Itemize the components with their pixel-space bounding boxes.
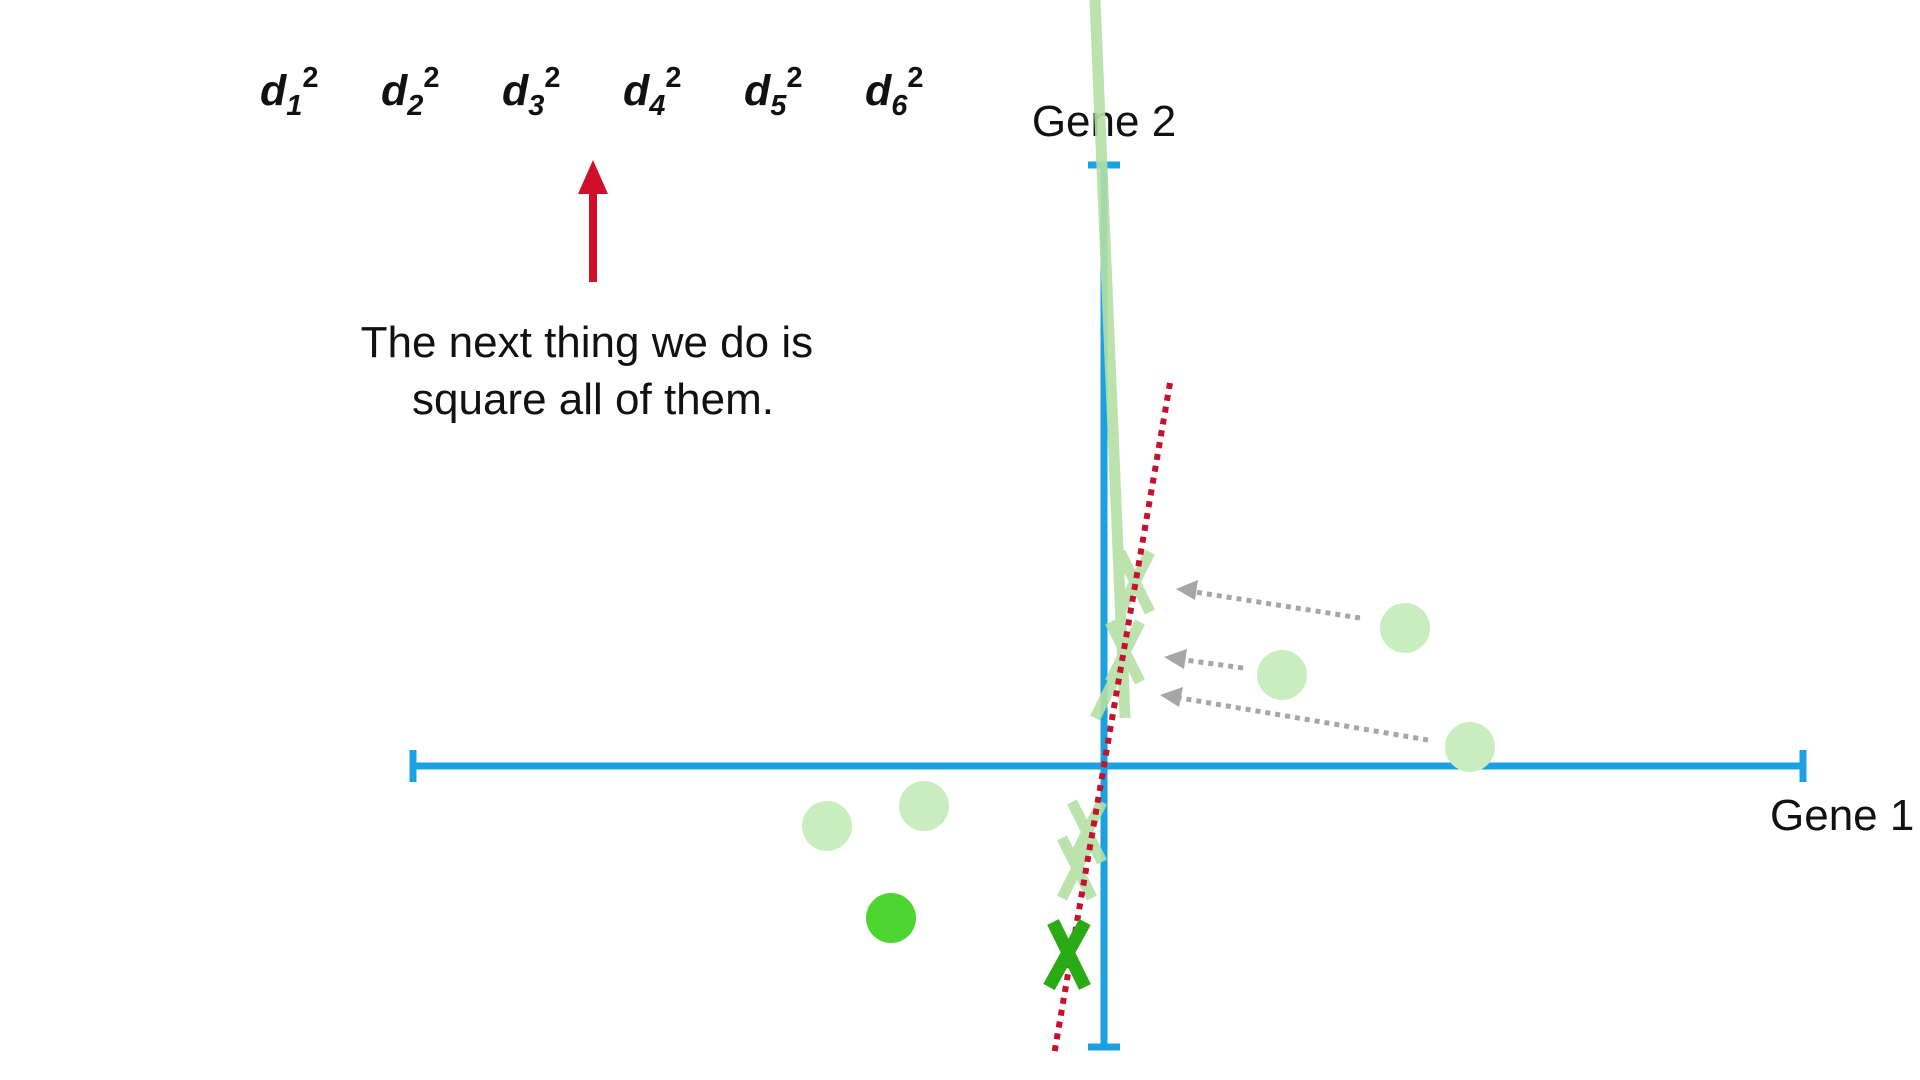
caption-line-1: The next thing we do is (361, 318, 813, 367)
distance-label-3: d32 (502, 62, 561, 122)
distance-label-4: d42 (623, 62, 682, 122)
data-points (802, 603, 1495, 943)
data-point (1257, 650, 1307, 700)
data-point (1380, 603, 1430, 653)
distance-labels: d12 d22 d32 d42 d52 d62 (260, 62, 924, 122)
caption-line-2: square all of them. (412, 375, 774, 424)
x-mark-icon (1043, 918, 1091, 991)
red-up-arrow-icon (578, 160, 608, 282)
data-point (899, 781, 949, 831)
distance-label-6: d62 (865, 62, 924, 122)
distance-label-1: d12 (260, 62, 319, 122)
projection-arrows (1179, 589, 1429, 743)
distance-label-5: d52 (744, 62, 803, 122)
projected-points (1057, 0, 1155, 901)
x-axis-label: Gene 1 (1770, 791, 1914, 840)
distance-label-2: d22 (381, 62, 440, 122)
data-point (802, 801, 852, 851)
projection-arrowheads (1160, 580, 1198, 707)
data-point-active (866, 893, 916, 943)
data-point (1445, 722, 1495, 772)
caption: The next thing we do is square all of th… (361, 318, 826, 424)
